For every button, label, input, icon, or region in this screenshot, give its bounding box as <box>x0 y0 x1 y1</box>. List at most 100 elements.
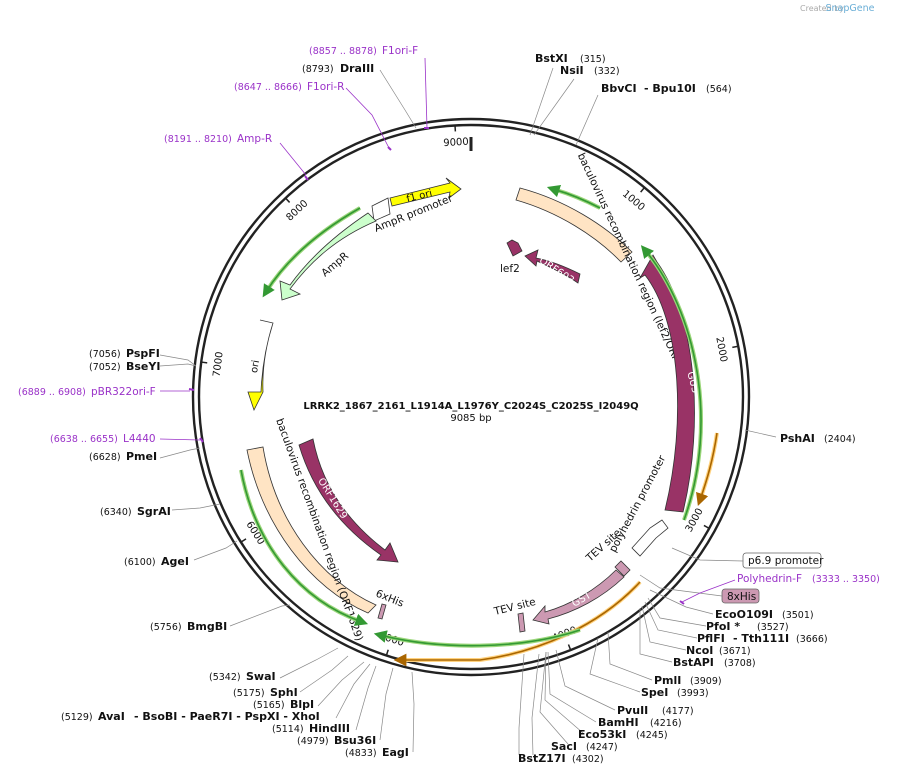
p69-promoter-box[interactable] <box>742 552 822 569</box>
p69-promoter-label: p6.9 promoter <box>748 555 824 567</box>
site-nsii[interactable]: NsiI <box>560 64 584 77</box>
gst-feature[interactable] <box>532 569 625 625</box>
site-bstz17i-pos: (4302) <box>572 754 604 765</box>
f1-ori-feature[interactable] <box>389 177 462 207</box>
primer-pbr322ori-f-range: (6889 .. 6908) <box>18 387 86 398</box>
l4440-marker <box>199 437 204 443</box>
site-saci[interactable]: SacI <box>551 740 577 753</box>
primer-pbr322ori-f[interactable]: pBR322ori-F <box>91 386 156 398</box>
gus-orf-arrow <box>640 245 702 521</box>
tick-mark-8000 <box>284 197 291 203</box>
site-eco53ki-pos: (4245) <box>636 730 668 741</box>
site-nsii-pos: (332) <box>594 66 620 77</box>
site-sphi[interactable]: SphI <box>270 686 298 699</box>
tick-mark-5000 <box>385 649 389 656</box>
tick-label-9000: 9000 <box>443 137 469 149</box>
site-pmei[interactable]: PmeI <box>126 450 157 463</box>
site-pflfi-extra[interactable]: - Tth111I <box>733 632 789 645</box>
site-bbvci-extra[interactable]: - Bpu10I <box>644 82 696 95</box>
site-swai-pos: (5342) <box>209 672 241 683</box>
site-pfoi[interactable]: PfoI * <box>706 620 740 633</box>
primer-l4440[interactable]: L4440 <box>123 433 156 445</box>
site-blpi[interactable]: BlpI <box>290 698 314 711</box>
tick-mark-1000 <box>640 187 646 193</box>
ori-label: ori <box>249 359 262 374</box>
primer-polyhedrin-f[interactable]: Polyhedrin-F <box>737 573 802 585</box>
site-pflfi[interactable]: PflFI <box>697 632 725 645</box>
primer-amp-r[interactable]: Amp-R <box>237 133 272 145</box>
site-agei[interactable]: AgeI <box>161 555 189 568</box>
site-bstxi[interactable]: BstXI <box>535 52 568 65</box>
site-ecoo109i[interactable]: EcoO109I <box>715 608 773 621</box>
orf603-feature[interactable] <box>524 249 581 284</box>
site-avai-pos: (5129) <box>61 712 93 723</box>
backbone-inner-ring <box>197 123 745 671</box>
plasmid-size: 9085 bp <box>450 413 491 424</box>
site-bstapi[interactable]: BstAPI <box>673 656 714 669</box>
ampr-promoter-feature[interactable] <box>371 197 391 222</box>
6xhis-feature[interactable] <box>377 603 387 620</box>
site-avai[interactable]: AvaI <box>98 710 125 723</box>
site-draiii[interactable]: DraIII <box>340 62 374 75</box>
backbone-outer-ring <box>191 117 751 677</box>
site-pmei-pos: (6628) <box>89 452 121 463</box>
primer-amp-r-range: (8191 .. 8210) <box>164 134 232 145</box>
amp-r-marker <box>304 175 309 181</box>
site-sgrai[interactable]: SgrAI <box>137 505 171 518</box>
site-bbvci-pos: (564) <box>706 84 732 95</box>
credit-prefix: Created by <box>800 4 844 13</box>
site-pshai[interactable]: PshAI <box>780 432 815 445</box>
tick-mark-3000 <box>703 524 710 530</box>
site-sphi-pos: (5175) <box>233 688 265 699</box>
site-eagi-pos: (4833) <box>345 748 377 759</box>
site-hindiii[interactable]: HindIII <box>309 722 350 735</box>
site-spei[interactable]: SpeI <box>641 686 668 699</box>
site-pmli[interactable]: PmlI <box>654 674 681 687</box>
site-pspfi-pos: (7056) <box>89 349 121 360</box>
orf1629-feature[interactable] <box>298 438 399 563</box>
tick-mark-4000 <box>567 644 572 651</box>
ori-feature[interactable] <box>247 319 274 412</box>
ampr-feature[interactable] <box>279 212 377 301</box>
tev-site-1-feature[interactable] <box>614 560 631 577</box>
site-bseyi[interactable]: BseYI <box>126 360 160 373</box>
site-ncoi[interactable]: NcoI <box>686 644 713 657</box>
6xhis-label: 6xHis <box>374 588 406 610</box>
site-pflfi-pos: (3666) <box>796 634 828 645</box>
polyhedrin-f-marker <box>679 600 685 605</box>
pbr322ori-f-marker <box>188 388 195 391</box>
site-bstz17i[interactable]: BstZ17I <box>518 752 566 765</box>
site-eagi[interactable]: EagI <box>382 746 409 759</box>
tev-site-2-feature[interactable] <box>517 612 526 633</box>
site-sgrai-pos: (6340) <box>100 507 132 518</box>
site-bamhi[interactable]: BamHI <box>598 716 639 729</box>
gus-cds-arrow <box>696 432 718 507</box>
site-pvuii-pos: (4177) <box>662 706 694 717</box>
site-bsu36i[interactable]: Bsu36I <box>334 734 376 747</box>
lef2-feature[interactable] <box>506 239 523 257</box>
site-eco53ki[interactable]: Eco53kI <box>578 728 626 741</box>
site-bbvci[interactable]: BbvCI <box>601 82 637 95</box>
site-avai-extra[interactable]: - BsoBI - PaeR7I - PspXI - XhoI <box>134 710 320 723</box>
site-bmgbi[interactable]: BmgBI <box>187 620 227 633</box>
site-bstxi-pos: (315) <box>580 54 606 65</box>
bac-rec-lef2-feature[interactable] <box>515 187 633 263</box>
bac-rec-orf1629-feature[interactable] <box>246 446 377 614</box>
site-swai[interactable]: SwaI <box>246 670 276 683</box>
primer-f1ori-r[interactable]: F1ori-R <box>307 81 344 93</box>
polyhedrin-promoter-feature[interactable] <box>631 519 669 557</box>
site-spei-pos: (3993) <box>677 688 709 699</box>
bac-rec-orf1629-orf-arrow <box>240 469 369 626</box>
site-pspfi[interactable]: PspFI <box>126 347 160 360</box>
site-agei-pos: (6100) <box>124 557 156 568</box>
site-pvuii[interactable]: PvuII <box>617 704 648 717</box>
bac-rec-lef2-orf-arrow <box>546 184 601 209</box>
site-hindiii-pos: (5114) <box>272 724 304 735</box>
site-bmgbi-pos: (5756) <box>150 622 182 633</box>
8xhis-leader-line <box>639 574 723 597</box>
plasmid-name: LRRK2_1867_2161_L1914A_L1976Y_C2024S_C20… <box>303 401 638 412</box>
site-pmli-pos: (3909) <box>690 676 722 687</box>
primer-f1ori-f[interactable]: F1ori-F <box>382 45 418 57</box>
primer-f1ori-f-range: (8857 .. 8878) <box>309 46 377 57</box>
